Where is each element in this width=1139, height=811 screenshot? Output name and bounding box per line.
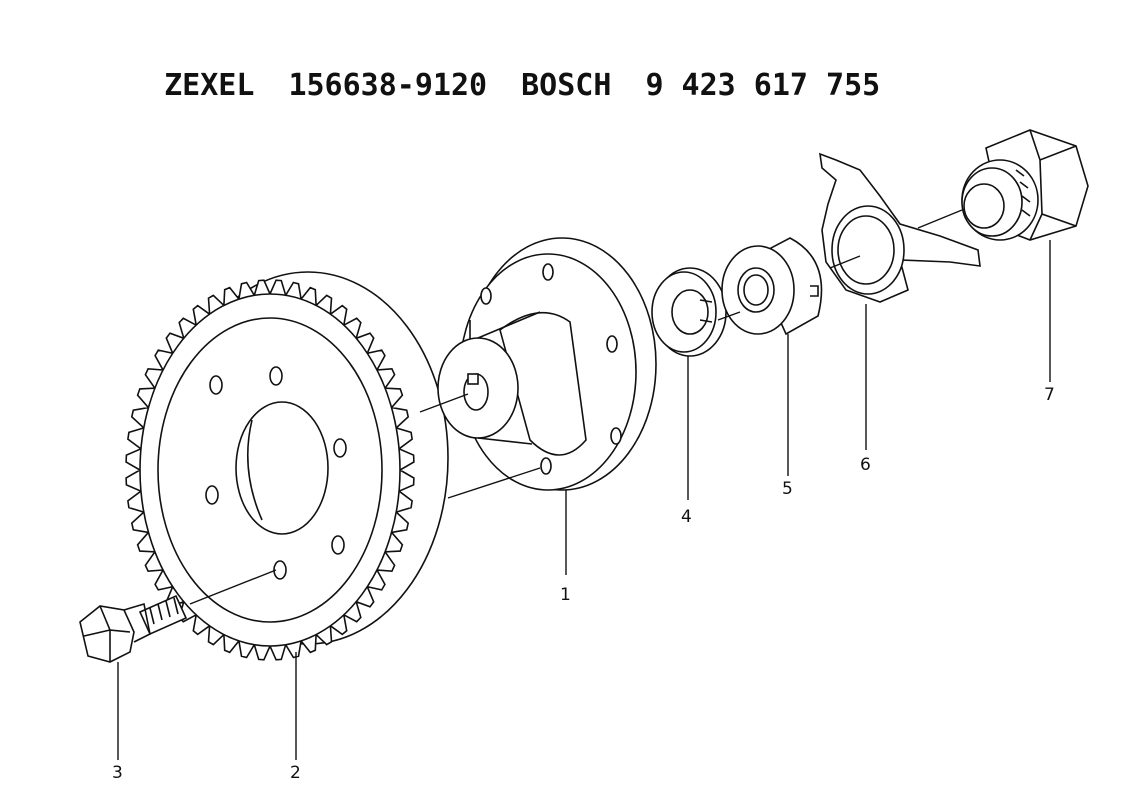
axis-lines [189, 209, 963, 605]
lock-plate-part-6 [819, 152, 981, 303]
callout-6: 6 [860, 455, 871, 475]
part-number-bosch: 9 423 617 755 [645, 68, 881, 103]
page-title: ZEXEL 156638-9120 BOSCH 9 423 617 755 [128, 26, 880, 106]
brand-zexel: ZEXEL [164, 68, 255, 103]
callout-4: 4 [681, 507, 692, 527]
nut-part-5 [721, 237, 823, 336]
part-number-zexel: 156638-9120 [288, 68, 488, 103]
plug-nut-part-7 [961, 129, 1089, 241]
leader-lines [117, 240, 1051, 760]
callout-1: 1 [560, 585, 571, 605]
callout-7: 7 [1044, 385, 1055, 405]
brand-bosch: BOSCH [521, 68, 612, 103]
lock-washer-part-4 [651, 267, 727, 357]
callout-3: 3 [112, 763, 123, 783]
callout-5: 5 [782, 479, 793, 499]
callout-2: 2 [290, 763, 301, 783]
hub-part-1 [437, 237, 657, 491]
gear-part-2 [125, 271, 449, 661]
bolt-part-3 [79, 594, 188, 663]
